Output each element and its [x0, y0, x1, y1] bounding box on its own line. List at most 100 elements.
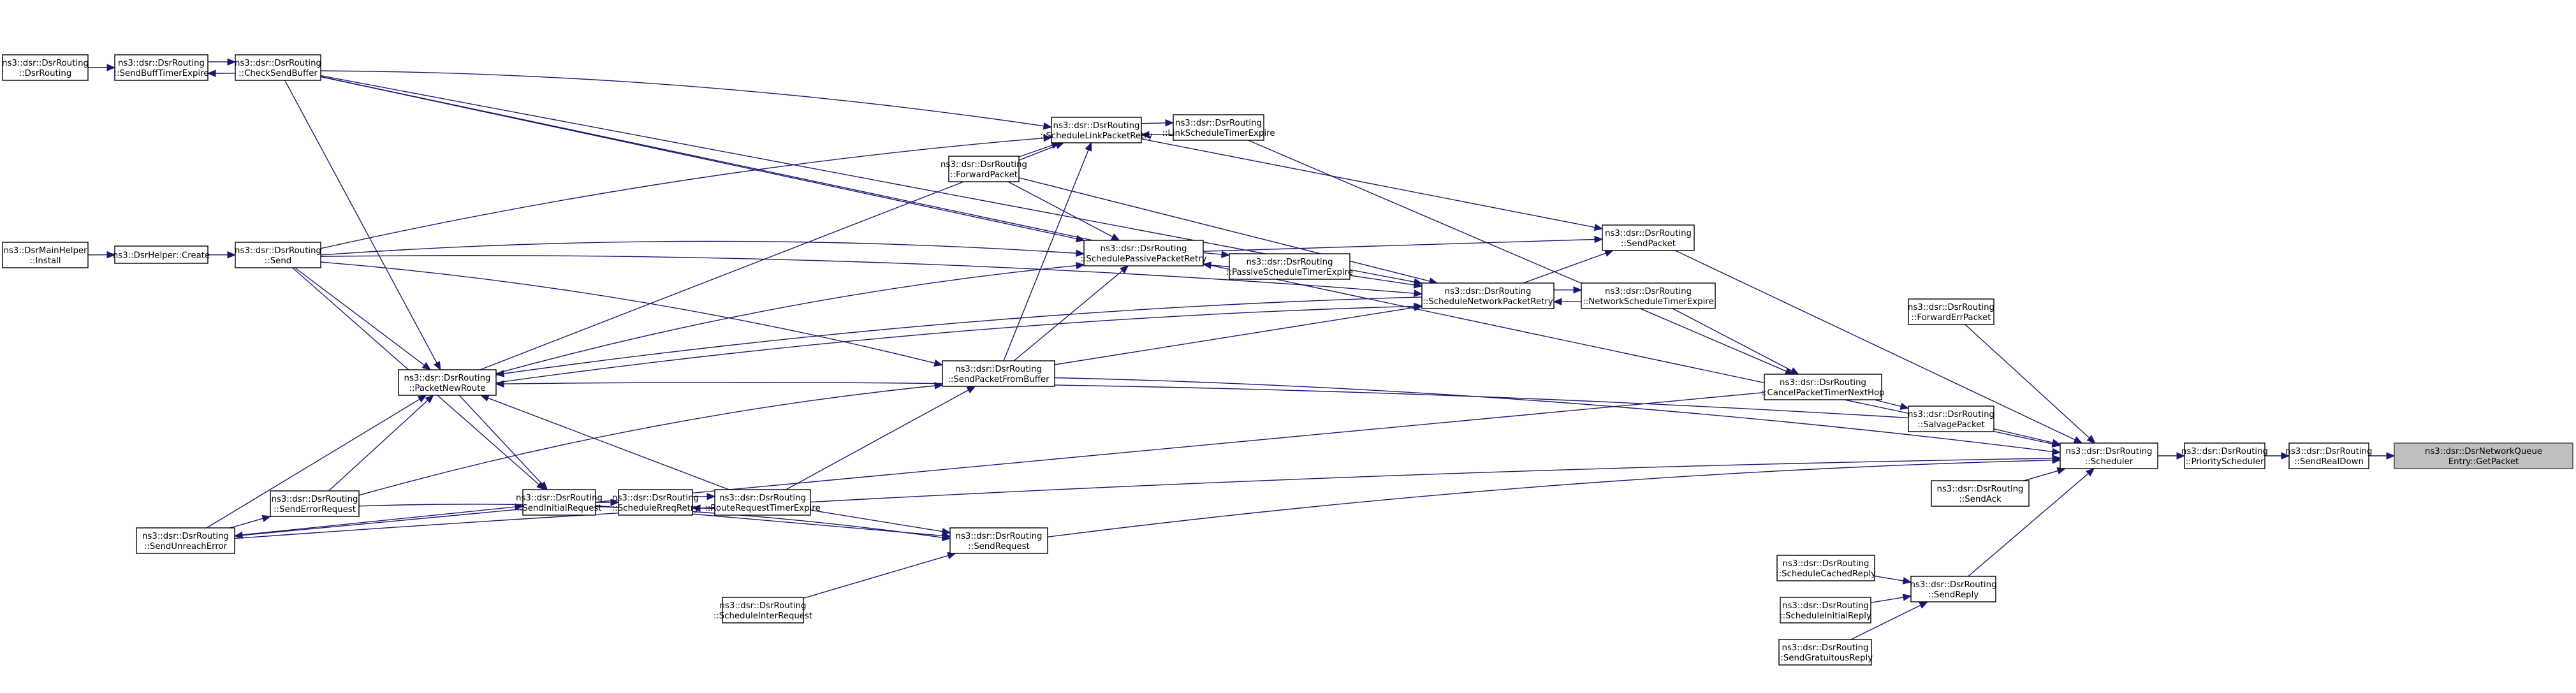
node-senderrorrequest[interactable]: ns3::dsr::DsrRouting::SendErrorRequest [270, 490, 360, 517]
node-label: ::SendInitialRequest [516, 504, 601, 513]
node-label: ::Install [30, 256, 61, 266]
arrowhead-icon [2073, 436, 2083, 444]
node-cancelpackettimernexthop[interactable]: ns3::dsr::DsrRouting::CancelPacketTimerN… [1761, 374, 1885, 400]
arrowhead-icon [1604, 249, 1614, 257]
edge-line [320, 240, 1077, 256]
edge-sendrequest-to-scheduler [1047, 456, 2061, 537]
edge-schedulecachedreply-to-sendreply [1874, 575, 1912, 585]
node-passivescheduletimerexpire[interactable]: ns3::dsr::DsrRouting::PassiveScheduleTim… [1226, 253, 1353, 280]
node-sendunreacherror[interactable]: ns3::dsr::DsrRouting::SendUnreachError [136, 527, 235, 554]
edge-line [1349, 275, 1415, 286]
node-salvagepacket[interactable]: ns3::dsr::DsrRouting::SalvagePacket [1908, 405, 1994, 432]
node-schedulecachedreply[interactable]: ns3::dsr::DsrRouting::ScheduleCachedRepl… [1776, 555, 1876, 581]
node-label: ns3::dsr::DsrRouting [1783, 559, 1870, 569]
node-label: ::SendErrorRequest [274, 505, 356, 514]
node-routerequesttimerexpire[interactable]: ns3::dsr::DsrRouting::RouteRequestTimerE… [705, 489, 821, 516]
arrowhead-icon [1902, 577, 1912, 585]
node-schedulerreqretry[interactable]: ns3::dsr::DsrRouting::ScheduleRreqRetry [612, 489, 699, 516]
node-sendreply[interactable]: ns3::dsr::DsrRouting::SendReply [1910, 576, 1997, 602]
node-sendgratuitousreply[interactable]: ns3::dsr::DsrRouting::SendGratuitousRepl… [1778, 639, 1873, 666]
node-box [235, 242, 321, 268]
node-label: ns3::dsr::DsrRouting [1605, 229, 1692, 238]
node-label: ::NetworkScheduleTimerExpire [1583, 297, 1713, 307]
node-label: ns3::dsr::DsrRouting [719, 493, 806, 503]
node-schedulelinkpacketretry[interactable]: ns3::dsr::DsrRouting::ScheduleLinkPacket… [1040, 117, 1153, 143]
arrowhead-icon [1076, 261, 1085, 270]
node-mainhelper_install[interactable]: ns3::DsrMainHelper::Install [2, 242, 89, 268]
node-linkscheduletimerexpire[interactable]: ns3::dsr::DsrRouting::LinkScheduleTimerE… [1162, 114, 1275, 141]
node-sendrealdown[interactable]: ns3::dsr::DsrRouting::SendRealDown [2286, 442, 2373, 469]
node-label: ::SchedulePassivePacketRetry [1080, 254, 1206, 264]
edge-cancelpackettimernexthop-to-salvagepacket [1874, 399, 1910, 410]
node-sendack[interactable]: ns3::dsr::DsrRouting::SendAck [1931, 480, 2030, 507]
arrowhead-icon [2086, 435, 2096, 444]
node-label: ::ScheduleLinkPacketRetry [1040, 131, 1152, 141]
node-sendbufftimerexpire[interactable]: ns3::dsr::DsrRouting::SendBuffTimerExpir… [114, 54, 209, 81]
node-box [714, 489, 811, 516]
node-sendrequest[interactable]: ns3::dsr::DsrRouting::SendRequest [949, 527, 1048, 554]
edge-checksendbuffer-to-schedulelinkpacketretry [320, 70, 1053, 130]
node-box [114, 54, 209, 81]
arrowhead-icon [1120, 265, 1129, 274]
node-dsrrouting_ctor[interactable]: ns3::dsr::DsrRouting::DsrRouting [2, 54, 89, 81]
edge-line [1203, 238, 1595, 252]
node-scheduler[interactable]: ns3::dsr::DsrRouting::Scheduler [2060, 442, 2158, 469]
edge-schedulerreqretry-to-routerequesttimerexpire [692, 493, 716, 500]
arrowhead-icon [706, 493, 716, 500]
node-label: ::ScheduleRreqRetry [612, 504, 699, 513]
edge-sendgratuitousreply-to-sendreply [1850, 601, 1929, 640]
edge-senderrorrequest-to-sendpacketfrombuffer [358, 382, 944, 496]
node-scheduleinterrequest[interactable]: ns3::dsr::DsrRouting::ScheduleInterReque… [714, 597, 812, 624]
node-packetnewroute[interactable]: ns3::dsr::DsrRouting::PacketNewRoute [398, 369, 497, 396]
edge-line [320, 137, 1044, 249]
edge-sendunreacherror-to-senderrorrequest [230, 514, 272, 529]
arrowhead-icon [1202, 261, 1211, 269]
edge-line [503, 296, 1423, 374]
node-label: ::LinkScheduleTimerExpire [1162, 129, 1275, 138]
node-label: ::PassiveScheduleTimerExpire [1226, 268, 1353, 277]
edge-line [1003, 149, 1089, 361]
edge-forwardpacket-to-schedulepassivepacketretry [1007, 181, 1120, 241]
edge-mainhelper_install-to-dsrhelper_create [87, 251, 116, 259]
node-send[interactable]: ns3::dsr::DsrRouting::Send [235, 242, 321, 268]
edge-line [1018, 145, 1053, 157]
edge-passivescheduletimerexpire-to-schedulenetworkpacketretry [1349, 275, 1423, 289]
node-checksendbuffer[interactable]: ns3::dsr::DsrRouting::CheckSendBuffer [235, 54, 321, 81]
node-box [948, 156, 1020, 182]
node-forwardpacket[interactable]: ns3::dsr::DsrRouting::ForwardPacket [940, 156, 1027, 182]
edge-schedulepassivepacketretry-to-passivescheduletimerexpire [1203, 251, 1231, 258]
edge-line [1203, 252, 1222, 255]
arrowhead-icon [2386, 452, 2396, 460]
node-sendpacketfrombuffer[interactable]: ns3::dsr::DsrRouting::SendPacketFromBuff… [942, 360, 1055, 387]
node-sendpacket[interactable]: ns3::dsr::DsrRouting::SendPacket [1602, 224, 1695, 251]
edge-scheduleinitialreply-to-sendreply [1870, 594, 1912, 603]
node-label: ::SendReply [1928, 590, 1979, 600]
node-label: ::PriorityScheduler [2186, 457, 2264, 467]
node-box [1051, 117, 1142, 143]
edge-line [320, 261, 935, 364]
node-dsrhelper_create[interactable]: ns3::DsrHelper::Create [113, 245, 210, 264]
node-forwarderrpacket[interactable]: ns3::dsr::DsrRouting::ForwardErrPacket [1908, 298, 1994, 325]
arrowhead-icon [515, 503, 524, 511]
arrowhead-icon [479, 395, 490, 402]
node-box [1910, 576, 1996, 602]
edge-line [242, 391, 1765, 536]
arrowhead-icon [106, 64, 116, 71]
node-scheduleinitialreply[interactable]: ns3::dsr::DsrRouting::ScheduleInitialRep… [1780, 597, 1871, 624]
arrowhead-icon [1899, 402, 1910, 410]
edge-line [230, 518, 263, 529]
edge-line [284, 80, 437, 363]
arrowhead-icon [495, 370, 505, 377]
node-schedulenetworkpacketretry[interactable]: ns3::dsr::DsrRouting::ScheduleNetworkPac… [1421, 282, 1555, 309]
node-schedulepassivepacketretry[interactable]: ns3::dsr::DsrRouting::SchedulePassivePac… [1080, 240, 1207, 266]
edge-line [1013, 270, 1123, 361]
edge-line [320, 76, 1077, 240]
edge-line [1141, 138, 1595, 228]
node-box [522, 489, 596, 516]
node-sendinitialrequest[interactable]: ns3::dsr::DsrRouting::SendInitialRequest [516, 489, 603, 516]
node-priorityscheduler[interactable]: ns3::dsr::DsrRouting::PriorityScheduler [2181, 442, 2268, 469]
node-label: ::DsrRouting [19, 69, 72, 78]
edge-line [458, 395, 543, 485]
node-networkscheduletimerexpire[interactable]: ns3::dsr::DsrRouting::NetworkScheduleTim… [1581, 282, 1716, 309]
node-label: ::ForwardErrPacket [1911, 313, 1991, 323]
